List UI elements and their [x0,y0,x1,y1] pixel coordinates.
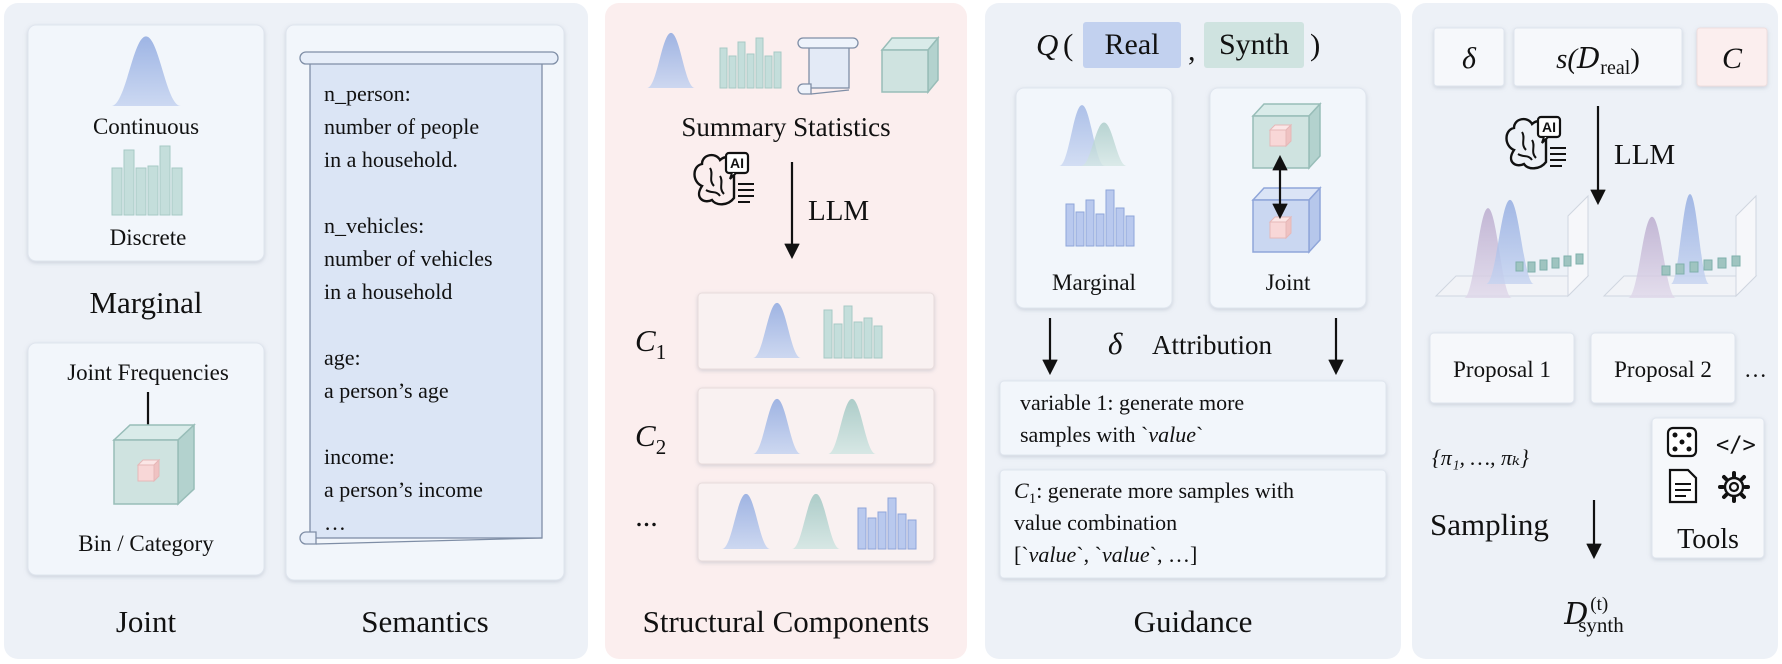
panel-sampling-bg [1412,3,1778,659]
component-guidance-line3: [`value`, `value`, …] [1014,542,1197,567]
panel-structural: Summary Statistics AI LLM C1 [605,3,967,659]
proposal-2-box [1590,332,1736,404]
proposal-1-distribution-icon [1434,194,1590,298]
semantics-line: number of people [324,114,479,139]
discrete-histogram-icon [111,145,183,216]
components-input-box [1696,27,1768,87]
guidance-section-title: Guidance [1134,604,1253,639]
components-input-label: C [1722,42,1743,75]
real-label: Real [1105,28,1160,61]
open-paren: ( [1063,27,1073,62]
marginal-section-title: Marginal [89,285,202,320]
real-chip [1083,22,1181,68]
discrete-label: Discrete [110,225,187,250]
components-ellipsis: ... [636,500,659,533]
tools-label: Tools [1677,524,1739,555]
synthetic-dataset-label: D(t)synth [1563,594,1624,637]
proposal-2-label: Proposal 2 [1614,357,1712,382]
c1-label: C1 [635,323,666,364]
semantics-line: in a household. [324,147,458,172]
panel-statistics: Continuous Discrete Marginal Joint Frequ… [4,3,588,659]
proposal-1-label: Proposal 1 [1453,357,1551,382]
semantics-line: … [324,510,346,535]
delta-input-label: δ [1462,42,1477,75]
sampling-label: Sampling [1430,507,1549,542]
component-c1-card [697,292,935,370]
policy-set-label: {π₁, …, πₖ} [1432,445,1529,470]
semantics-line: income: [324,444,395,469]
guidance-marginal-card [1015,87,1173,309]
variable-guidance-line2: samples with `value` [1020,422,1203,447]
attribution-label: Attribution [1152,330,1272,360]
llm-label: LLM [808,195,869,227]
histogram-icon [719,37,782,89]
joint-section-title: Joint [116,604,177,639]
component-guidance-box [999,469,1387,579]
component-guidance-line1: C1: generate more samples with [1014,478,1294,507]
semantics-line: n_vehicles: [324,213,424,238]
joint-bin-cell [136,458,161,483]
q-function-label: Q [1036,27,1058,62]
variable-guidance-box [999,380,1387,456]
more-histogram-icon [857,497,917,550]
semantics-line: n_person: [324,81,411,106]
semantics-text: n_person: number of people in a househol… [324,81,493,535]
component-guidance-line2: value combination [1014,510,1177,535]
proposal-more-ellipsis: … [1744,357,1767,382]
continuous-label: Continuous [93,114,199,139]
scroll-icon [797,37,859,95]
component-c2-card [697,387,935,465]
code-icon: </> [1716,433,1756,458]
ai-brain-icon-2: AI [1505,115,1566,170]
synth-chip [1204,22,1304,68]
comma: , [1188,34,1196,67]
semantics-scroll-icon [299,51,559,545]
guidance-joint-label: Joint [1266,270,1311,295]
attribution-delta: δ [1108,326,1123,361]
semantics-line: age: [324,345,361,370]
synth-label: Synth [1219,28,1289,61]
proposal-1-box [1429,332,1575,404]
document-icon [1668,468,1698,504]
proposal-2-distribution-icon [1602,194,1758,298]
ai-badge-text-2: AI [1542,119,1556,135]
cube-icon [880,35,940,95]
summary-real-box [1513,27,1683,87]
llm-label-2: LLM [1614,139,1675,171]
semantics-line: a person’s income [324,477,483,502]
ai-brain-icon: AI [693,151,754,206]
c2-label: C2 [635,418,666,459]
summary-real-label: s(Dreal) [1556,41,1640,79]
c1-histogram-icon [823,305,883,359]
close-paren: ) [1310,27,1320,62]
variable-guidance-line1: variable 1: generate more [1020,390,1244,415]
ai-badge-text: AI [730,155,744,171]
delta-input-box [1433,27,1505,87]
semantics-section-title: Semantics [361,604,488,639]
structural-section-title: Structural Components [643,604,930,639]
semantics-line: number of vehicles [324,246,493,271]
panel-sampling: δ s(Dreal) C AI LLM [1412,3,1778,659]
dice-icon [1666,426,1698,458]
semantics-line: in a household [324,279,452,304]
guidance-marginal-label: Marginal [1052,270,1136,295]
marginal-card [27,24,265,262]
summary-statistics-label: Summary Statistics [681,112,890,142]
semantics-line: a person’s age [324,378,449,403]
joint-synth-cube-icon [1251,102,1322,170]
joint-cube-icon [112,423,196,506]
joint-real-cube-icon [1251,186,1322,254]
panel-guidance: Q ( Real , Synth ) Marginal [985,3,1401,659]
joint-frequencies-label: Joint Frequencies [67,360,229,385]
bin-category-label: Bin / Category [78,531,214,556]
gear-icon [1718,471,1750,503]
marginal-compare-histogram-icon [1065,189,1135,247]
